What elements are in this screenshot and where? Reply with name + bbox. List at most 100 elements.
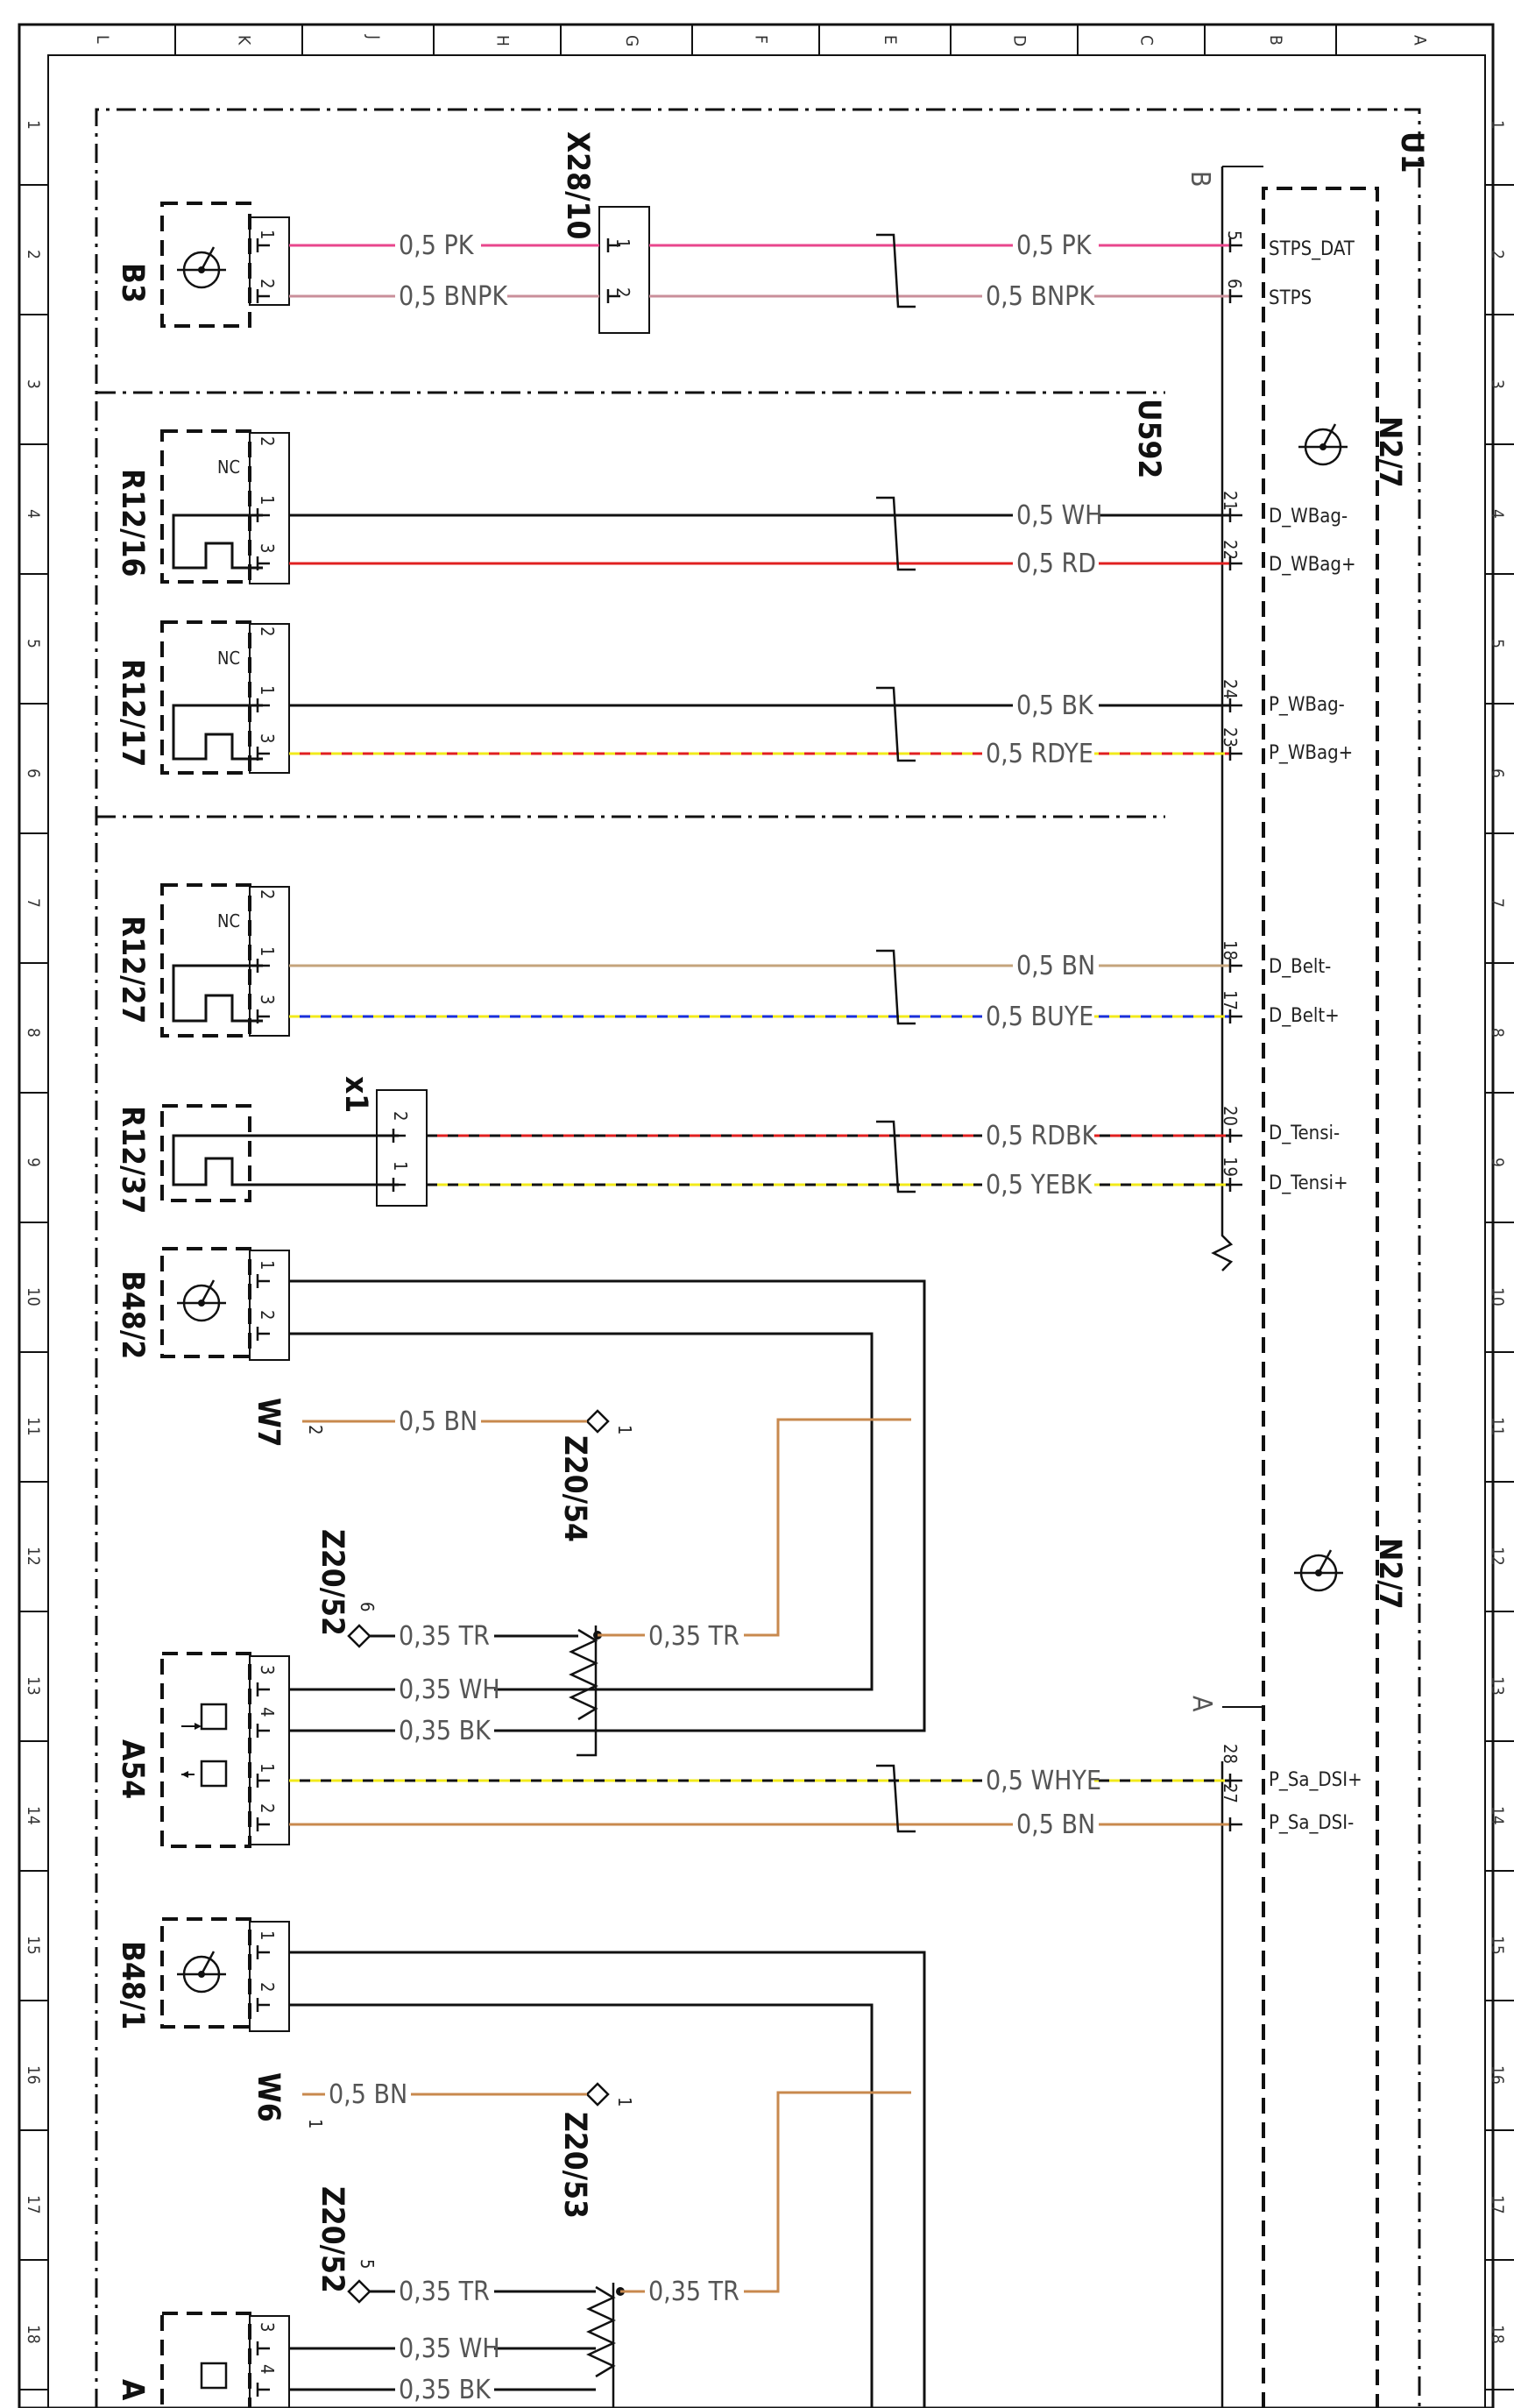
- pin-number: 3: [257, 733, 278, 743]
- pin-contact: [256, 1274, 270, 1288]
- connector-b-body: [1211, 166, 1234, 1271]
- r12-37-label: R12/37: [115, 1106, 150, 1214]
- pin-contact: [256, 747, 270, 761]
- wire-label-gap: [395, 231, 481, 258]
- r12-17-label: R12/17: [115, 659, 150, 767]
- signal-p-wbag-plus: P_WBag+: [1269, 742, 1353, 764]
- pin-number: 28: [1220, 1744, 1241, 1764]
- grid-column-label: L: [93, 35, 112, 44]
- r12-17-resistor: R12/17 NC: [115, 620, 290, 775]
- pin-contact: [256, 1327, 270, 1341]
- grid-column-label: H: [493, 35, 513, 46]
- grid-row-label: 15: [1488, 1936, 1507, 1955]
- wire-label-gap: [982, 282, 1094, 308]
- routing-lines: [289, 1279, 926, 2408]
- grid-row-label: 9: [1488, 1158, 1507, 1167]
- pin-number: 1: [257, 230, 278, 239]
- wire-label-r12-27-buye: 0,5 BUYE: [986, 1002, 1093, 1032]
- u592-label: U592: [1131, 399, 1166, 478]
- pin-contact: [256, 698, 270, 712]
- nc-label: NC: [217, 457, 240, 478]
- pin-number: 2: [257, 436, 278, 446]
- pin-number: 2: [257, 1982, 278, 1992]
- grid-row-label: 11: [24, 1417, 43, 1436]
- z20-52-label-b: Z20/52: [315, 2186, 350, 2293]
- wire-label-b3-pk-left: 0,5 PK: [399, 230, 475, 261]
- pin-number: 1: [305, 2119, 326, 2128]
- grid-row-label: 17: [24, 2195, 43, 2214]
- signal-d-belt-plus: D_Belt+: [1269, 1005, 1340, 1027]
- wire-label-gap: [395, 2277, 494, 2304]
- signal-stps-dat: STPS_DAT: [1269, 238, 1355, 260]
- signal-p-sa-dsi-minus: P_Sa_DSI-: [1269, 1812, 1354, 1834]
- signal-d-tensi-minus: D_Tensi-: [1269, 1123, 1340, 1144]
- connector-a-label: A: [1186, 1696, 1217, 1712]
- signal-d-wbag-plus: D_WBag+: [1269, 554, 1356, 576]
- z20-53-label: Z20/53: [557, 2112, 592, 2219]
- wire-label-a54-bk: 0,35 BK: [399, 1716, 492, 1746]
- wire-label-gap: [645, 1622, 744, 1648]
- r12-16-resistor: R12/16 NC: [115, 429, 290, 584]
- b48-2-sensor: B48/2: [115, 1247, 290, 1361]
- pin-contact: [606, 289, 620, 303]
- pin-number: 1: [257, 1930, 278, 1940]
- pin-contact: [256, 289, 270, 303]
- grid-column-label: K: [235, 35, 254, 46]
- pin-contact: [256, 1009, 270, 1023]
- grid-row-label: 8: [1488, 1028, 1507, 1038]
- pin-contact: [1228, 289, 1242, 303]
- pin-contact: [1228, 556, 1242, 570]
- wire-label-gap: [982, 1171, 1094, 1197]
- wire-break-mark: [876, 686, 916, 762]
- pin-contact: [1228, 1009, 1242, 1023]
- pin-contact: [1228, 1774, 1242, 1788]
- pin-contact: [1228, 238, 1242, 252]
- pin-number: 4: [257, 1707, 278, 1717]
- wire-label-gap: [1013, 501, 1099, 528]
- pin-number: 1: [257, 685, 278, 695]
- pin-number: 21: [1220, 491, 1241, 511]
- pin-contact: [392, 1129, 406, 1143]
- grid-row-label: 5: [24, 639, 43, 648]
- pin-number: 5: [1224, 230, 1245, 240]
- wire-label-gap: [1013, 952, 1099, 978]
- wire-label-a54-bn: 0,5 BN: [1016, 1810, 1095, 1840]
- grid-row-label: 3: [1488, 379, 1507, 389]
- wire-break-mark: [876, 1764, 916, 1833]
- pin-number: 3: [257, 543, 278, 553]
- pin-number: 6: [357, 1602, 378, 1611]
- pin-number: 1: [390, 1161, 411, 1171]
- wire-label-r12-37-rdbk: 0,5 RDBK: [986, 1121, 1099, 1151]
- pin-number: 22: [1220, 540, 1241, 560]
- pin-contact: [256, 1774, 270, 1788]
- pin-contact: [256, 556, 270, 570]
- n2-7-label-top: N2/7: [1372, 416, 1407, 488]
- grid-row-label: 12: [24, 1547, 43, 1566]
- grid-column-label: J: [364, 34, 383, 39]
- b3-label: B3: [115, 263, 150, 303]
- wire-label-r12-16-rd: 0,5 RD: [1016, 549, 1096, 579]
- pin-contact: [392, 1178, 406, 1192]
- r12-27-label: R12/27: [115, 916, 150, 1023]
- wire-label-a-bk: 0,35 BK: [399, 2375, 492, 2405]
- connector-b-label: B: [1185, 171, 1215, 188]
- wire-label-r12-37-yebk: 0,5 YEBK: [986, 1170, 1093, 1200]
- pin-contact: [256, 238, 270, 252]
- x1-connector: x1: [338, 1076, 428, 1207]
- pin-number: 1: [257, 495, 278, 505]
- grid-row-label: 10: [24, 1287, 43, 1307]
- wire-label-z20-52b-tr2: 0,35 TR: [648, 2277, 739, 2307]
- u1-boundary: [95, 108, 1421, 2408]
- wire-label-gap: [395, 2334, 494, 2361]
- wire-label-b3-pk-right: 0,5 PK: [1016, 230, 1093, 261]
- grid-column-label: G: [622, 35, 641, 46]
- b48-2-label: B48/2: [115, 1271, 150, 1359]
- signal-labels: STPS_DAT STPS D_WBag- D_WBag+ P_WBag- P_…: [1269, 238, 1362, 1834]
- b48-1-sensor: B48/1: [115, 1917, 290, 2032]
- nc-label: NC: [217, 910, 240, 931]
- grid-column-label: B: [1266, 35, 1285, 46]
- a-module-partial: A: [115, 2312, 290, 2408]
- b3-sensor: B3: [115, 202, 290, 328]
- z20-53-drop: [740, 2091, 911, 2293]
